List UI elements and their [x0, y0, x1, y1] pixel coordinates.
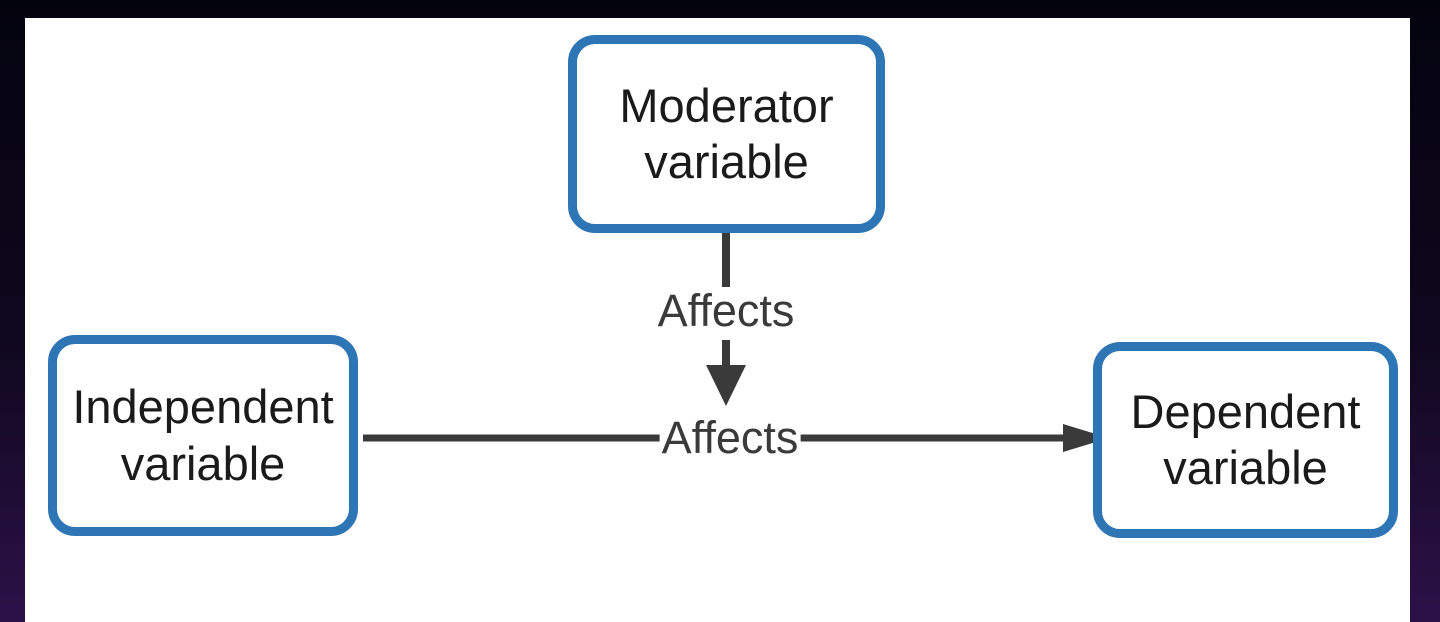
dependent-variable-label: Dependent variable [1130, 384, 1361, 494]
dependent-variable-box: Dependent variable [1093, 342, 1398, 538]
independent-variable-box: Independent variable [48, 335, 358, 536]
moderator-arrow-label: Affects [657, 285, 795, 336]
moderator-affects-arrow [706, 233, 746, 406]
diagram-panel: Affects Affects Moderator variable Indep… [25, 18, 1410, 622]
moderator-variable-label: Moderator variable [619, 78, 834, 188]
moderator-variable-box: Moderator variable [568, 35, 885, 233]
causal-arrow-label: Affects [659, 412, 801, 464]
independent-variable-label: Independent variable [72, 380, 334, 490]
